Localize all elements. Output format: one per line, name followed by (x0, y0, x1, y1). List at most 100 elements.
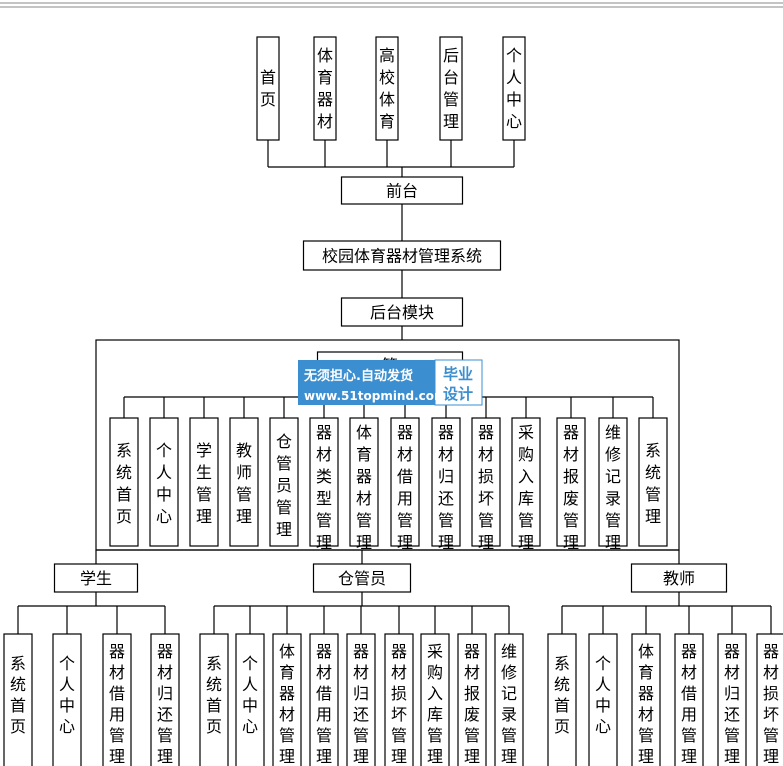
top-menu-item-3-box (439, 36, 463, 141)
keeper-module-8-label: 维修记录管理 (501, 642, 517, 766)
admin-module-7-box (390, 417, 420, 547)
keeper-module-1: 个人中心 (235, 633, 265, 766)
front-node-label: 前台 (386, 182, 418, 201)
admin-module-9: 器材损坏管理 (471, 417, 501, 552)
student-module-1-box (52, 633, 82, 766)
teacher-module-3-label: 器材借用管理 (681, 642, 697, 766)
admin-module-1-box (149, 417, 179, 547)
admin-module-4-box (269, 417, 299, 547)
backend-node-label: 后台模块 (370, 303, 434, 322)
student-node-label: 学生 (80, 569, 112, 588)
teacher-module-3: 器材借用管理 (674, 633, 704, 766)
keeper-module-5-box (384, 633, 414, 766)
teacher-module-2-label: 体育器材管理 (638, 642, 654, 766)
admin-module-9-label: 器材损坏管理 (478, 423, 494, 552)
watermark-slogan: 无须担心.自动发货 (303, 368, 413, 384)
student-module-3: 器材归还管理 (150, 633, 180, 766)
admin-module-0-box (109, 417, 139, 547)
teacher-node-label: 教师 (663, 569, 695, 588)
top-menu-item-3-label: 后台管理 (443, 46, 459, 131)
keeper-module-2-box (272, 633, 302, 766)
teacher-module-4-label: 器材归还管理 (724, 642, 740, 766)
keeper-module-0-label: 系统首页 (206, 654, 222, 736)
student-module-0: 系统首页 (3, 633, 33, 766)
admin-module-11-box (556, 417, 586, 547)
teacher-module-5-label: 器材损坏管理 (763, 642, 779, 766)
teacher-module-2: 体育器材管理 (631, 633, 661, 766)
admin-module-2-box (189, 417, 219, 547)
teacher-module-5: 器材损坏管理 (756, 633, 783, 766)
system-node: 校园体育器材管理系统 (302, 240, 502, 271)
keeper-module-8: 维修记录管理 (494, 633, 524, 766)
admin-module-9-box (471, 417, 501, 547)
top-menu-item-2-label: 高校体育 (379, 46, 395, 131)
keeper-module-2: 体育器材管理 (272, 633, 302, 766)
admin-module-10-box (511, 417, 541, 547)
admin-module-1: 个人中心 (149, 417, 179, 547)
keeper-module-7: 器材报废管理 (457, 633, 487, 766)
student-node-box (53, 563, 139, 593)
top-menu-item-3: 后台管理 (439, 36, 463, 141)
watermark-badge-line2: 设计 (443, 385, 473, 403)
admin-module-10: 采购入库管理 (511, 417, 541, 552)
keeper-module-6: 采购入库管理 (420, 633, 450, 766)
admin-module-2-label: 学生管理 (196, 441, 212, 526)
keeper-module-6-label: 采购入库管理 (427, 642, 443, 766)
top-menu-item-2: 高校体育 (375, 36, 399, 141)
top-menu-item-1: 体育器材 (313, 36, 337, 141)
keeper-module-1-label: 个人中心 (242, 654, 258, 736)
system-node-label: 校园体育器材管理系统 (322, 247, 482, 266)
front-node: 前台 (340, 176, 464, 205)
admin-module-11-label: 器材报废管理 (563, 423, 579, 552)
teacher-module-4-box (717, 633, 747, 766)
keeper-module-7-label: 器材报废管理 (464, 642, 480, 766)
keeper-node-label: 仓管员 (338, 569, 386, 588)
admin-module-13-box (638, 417, 668, 547)
teacher-module-5-box (756, 633, 783, 766)
student-module-3-box (150, 633, 180, 766)
top-menu-item-1-label: 体育器材 (317, 46, 333, 131)
admin-module-7: 器材借用管理 (390, 417, 420, 552)
admin-module-4: 仓管员管理 (269, 417, 299, 547)
admin-module-8-box (431, 417, 461, 547)
teacher-module-1: 个人中心 (588, 633, 618, 766)
admin-module-5: 器材类型管理 (309, 417, 339, 552)
admin-module-6-label: 体育器材管理 (356, 423, 372, 552)
top-menu-item-1-box (313, 36, 337, 141)
teacher-module-2-box (631, 633, 661, 766)
keeper-node-box (312, 563, 412, 593)
keeper-node: 仓管员 (312, 563, 412, 593)
student-module-2-label: 器材借用管理 (109, 642, 125, 766)
admin-module-10-label: 采购入库管理 (518, 423, 534, 552)
teacher-module-3-box (674, 633, 704, 766)
keeper-module-1-box (235, 633, 265, 766)
student-module-3-label: 器材归还管理 (157, 642, 173, 766)
top-menu-item-0-label: 首页 (260, 68, 276, 109)
admin-module-11: 器材报废管理 (556, 417, 586, 552)
admin-module-0: 系统首页 (109, 417, 139, 547)
keeper-module-3-box (309, 633, 339, 766)
student-module-0-box (3, 633, 33, 766)
keeper-module-0-box (199, 633, 229, 766)
teacher-module-0: 系统首页 (547, 633, 577, 766)
top-menu-item-2-box (375, 36, 399, 141)
keeper-module-5-label: 器材损坏管理 (391, 642, 407, 766)
admin-module-8-label: 器材归还管理 (438, 423, 454, 552)
teacher-module-4: 器材归还管理 (717, 633, 747, 766)
keeper-module-0: 系统首页 (199, 633, 229, 766)
admin-module-7-label: 器材借用管理 (397, 423, 413, 552)
system-node-box (302, 240, 502, 271)
teacher-module-1-label: 个人中心 (595, 654, 611, 736)
admin-module-5-label: 器材类型管理 (316, 423, 332, 552)
admin-module-12-label: 维修记录管理 (605, 423, 621, 552)
student-module-1-label: 个人中心 (59, 654, 75, 736)
admin-module-3-label: 教师管理 (236, 441, 252, 526)
student-module-0-label: 系统首页 (10, 654, 26, 736)
backend-node: 后台模块 (340, 297, 464, 327)
admin-module-6-box (349, 417, 379, 547)
front-node-box (340, 176, 464, 205)
teacher-module-0-box (547, 633, 577, 766)
keeper-module-2-label: 体育器材管理 (279, 642, 295, 766)
admin-module-3-box (229, 417, 259, 547)
